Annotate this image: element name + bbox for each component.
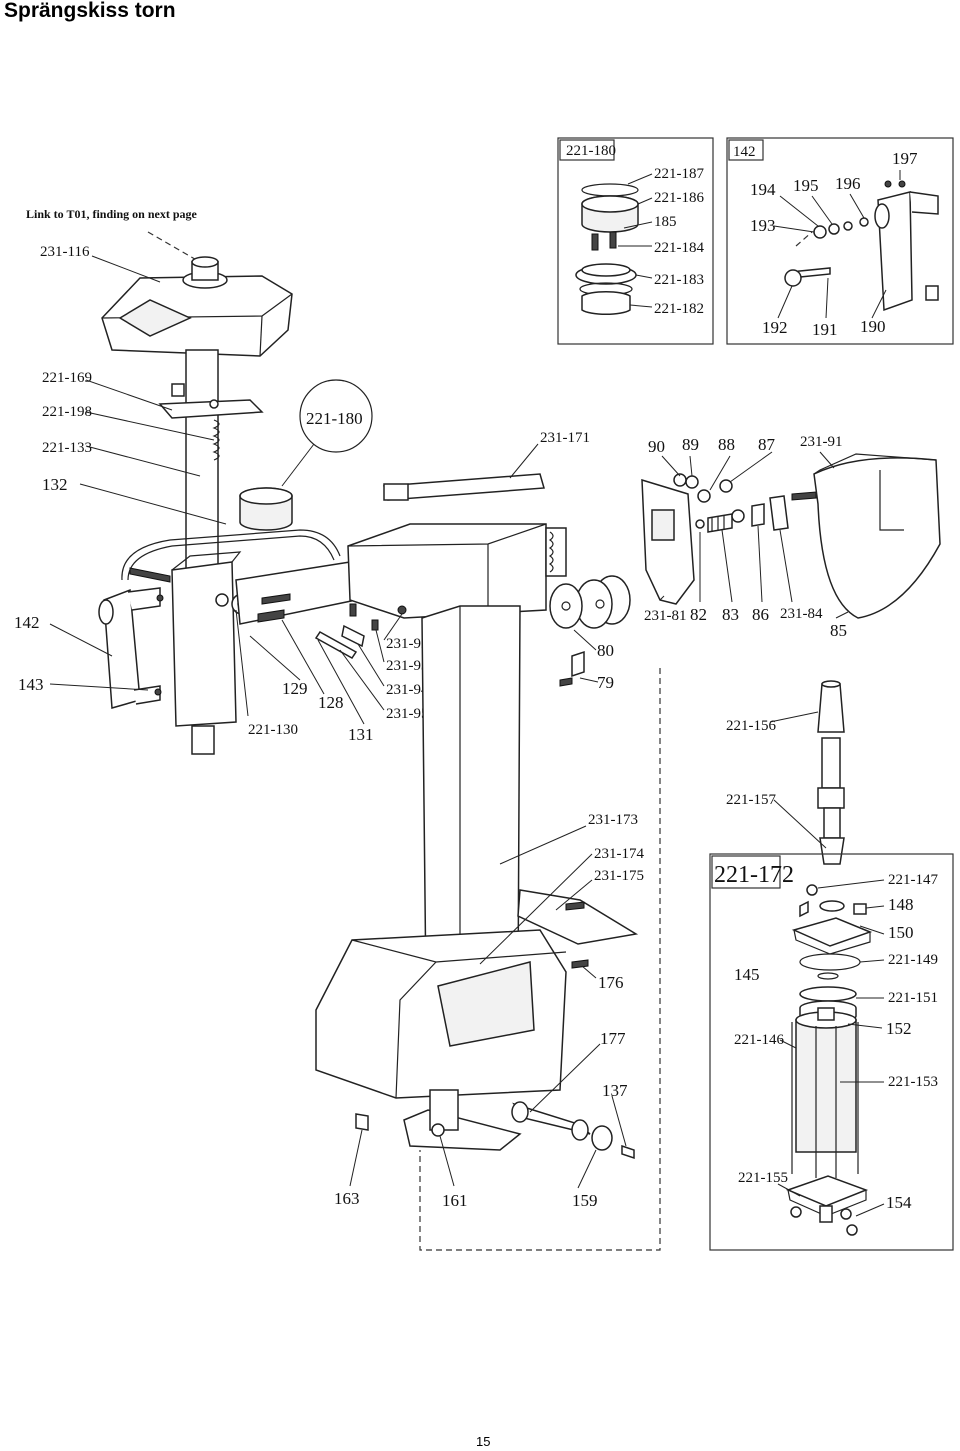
label-221-186: 221-186 [654, 190, 704, 206]
label-231-171: 231-171 [540, 430, 590, 446]
page-title: Sprängskiss torn [4, 0, 176, 22]
label-185: 185 [654, 214, 677, 230]
roller-assembly: 80 79 [549, 575, 631, 692]
label-128: 128 [318, 693, 344, 712]
label-231-94: 231-94 [386, 682, 429, 698]
label-148: 148 [888, 895, 914, 914]
horizontal-beam-assembly: 231-171 129 128 131 221-130 231-92 231-9… [235, 430, 590, 744]
label-88: 88 [718, 435, 735, 454]
top-arm-assembly: Link to T01, finding on next page 231-11… [26, 207, 293, 357]
cylinder-kit-detail-box: 221-172 221-147 148 150 221-149 [709, 853, 954, 1251]
label-221-149: 221-149 [888, 952, 938, 968]
label-221-130: 221-130 [248, 722, 298, 738]
page-number: 15 [476, 1434, 491, 1449]
label-221-147: 221-147 [888, 872, 938, 888]
label-176: 176 [598, 973, 624, 992]
label-231-173: 231-173 [588, 812, 638, 828]
label-152: 152 [886, 1019, 912, 1038]
handle-kit-title: 142 [733, 144, 756, 160]
label-221-169: 221-169 [42, 370, 92, 386]
label-231-81: 231-81 [644, 608, 687, 624]
label-221-153: 221-153 [888, 1074, 938, 1090]
label-221-187: 221-187 [654, 166, 704, 182]
label-231-92: 231-92 [386, 636, 429, 652]
label-221-156: 221-156 [726, 718, 776, 734]
label-231-84: 231-84 [780, 606, 823, 622]
label-231-174: 231-174 [594, 846, 644, 862]
label-231-93: 231-93 [386, 658, 429, 674]
label-196: 196 [835, 174, 861, 193]
label-150: 150 [888, 923, 914, 942]
label-82: 82 [690, 605, 707, 624]
label-161: 161 [442, 1191, 468, 1210]
label-129: 129 [282, 679, 308, 698]
link-note: Link to T01, finding on next page [26, 207, 197, 221]
label-197: 197 [892, 149, 918, 168]
label-132: 132 [42, 475, 68, 494]
label-195: 195 [793, 176, 819, 195]
label-79: 79 [597, 673, 614, 692]
label-83: 83 [722, 605, 739, 624]
seal-kit-title: 221-180 [566, 143, 616, 159]
label-143: 143 [18, 675, 44, 694]
label-221-155: 221-155 [738, 1170, 788, 1186]
label-90: 90 [648, 437, 665, 456]
label-192: 192 [762, 318, 788, 337]
label-80: 80 [597, 641, 614, 660]
label-159: 159 [572, 1191, 598, 1210]
label-154: 154 [886, 1193, 912, 1212]
label-231-175: 231-175 [594, 868, 644, 884]
label-85: 85 [830, 621, 847, 640]
label-231-91: 231-91 [800, 434, 843, 450]
label-221-146: 221-146 [734, 1032, 784, 1048]
label-86: 86 [752, 605, 769, 624]
label-137: 137 [602, 1081, 628, 1100]
label-131: 131 [348, 725, 374, 744]
label-177: 177 [600, 1029, 626, 1048]
label-190: 190 [860, 317, 886, 336]
label-193: 193 [750, 216, 776, 235]
label-221-151: 221-151 [888, 990, 938, 1006]
label-221-198: 221-198 [42, 404, 92, 420]
label-231-95: 231-95 [386, 706, 429, 722]
label-221-157: 221-157 [726, 792, 776, 808]
label-89: 89 [682, 435, 699, 454]
label-221-182: 221-182 [654, 301, 704, 317]
label-145: 145 [734, 965, 760, 984]
cylinder-kit-title: 221-172 [714, 862, 794, 888]
label-142: 142 [14, 613, 40, 632]
seal-kit-detail-box: 221-180 221-187 221-186 185 221-184 221-… [557, 137, 714, 345]
clamp-and-cover-assembly: 90 89 88 87 231-91 231-81 82 83 86 231-8… [641, 434, 941, 640]
label-194: 194 [750, 180, 776, 199]
handle-assembly: 142 143 [14, 567, 171, 709]
label-231-116: 231-116 [40, 244, 90, 260]
label-87: 87 [758, 435, 776, 454]
piston-shaft-assembly: 221-156 221-157 [419, 668, 845, 1251]
label-221-184: 221-184 [654, 240, 704, 256]
label-163: 163 [334, 1189, 360, 1208]
handle-kit-detail-box: 142 197 194 195 196 193 192 191 190 [726, 137, 954, 345]
tower-and-base-assembly: 231-173 231-174 231-175 176 177 137 163 … [315, 605, 644, 1210]
label-221-133: 221-133 [42, 440, 92, 456]
vertical-column-assembly: 221-169 221-198 221-133 132 221-180 [42, 349, 373, 755]
label-221-180-callout: 221-180 [306, 409, 363, 428]
label-221-183: 221-183 [654, 272, 704, 288]
label-191: 191 [812, 320, 838, 339]
